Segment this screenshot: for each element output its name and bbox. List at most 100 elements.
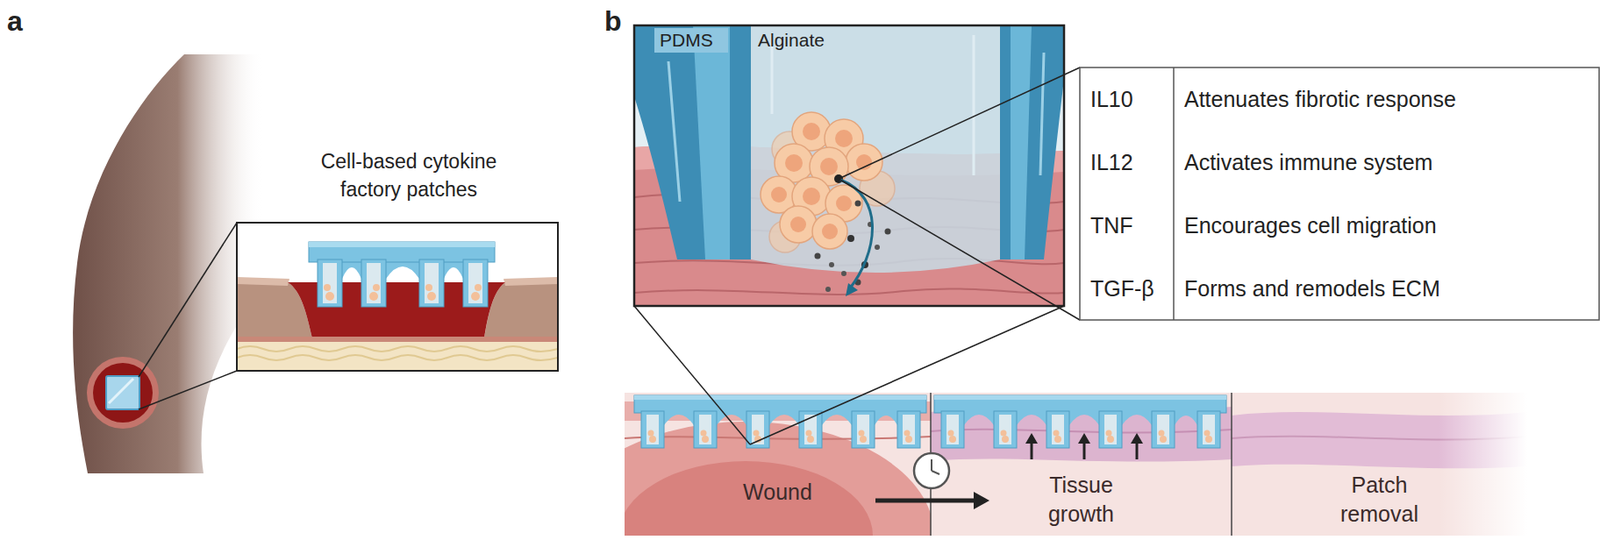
alginate-core: [322, 263, 337, 304]
cytokine-function: Encourages cell migration: [1173, 213, 1437, 239]
zoom-line: [634, 306, 750, 445]
stage-name: Wound: [742, 478, 813, 508]
patch-leg: [463, 259, 488, 308]
edge-fade: [1438, 392, 1528, 536]
wound-tissue: [624, 401, 931, 536]
cell-nucleus: [821, 223, 838, 240]
stage-band: Tissue growth: [930, 392, 1232, 536]
inset-frame: [236, 222, 558, 372]
growth-arrow: [1135, 442, 1139, 460]
alginate: [750, 25, 1000, 273]
pdms-face: [692, 25, 730, 260]
cytokine-dot: [841, 271, 847, 277]
cytokine-function: Forms and remodels ECM: [1173, 276, 1441, 302]
wound: [92, 363, 153, 423]
cytokine-dot: [874, 244, 880, 250]
wound-core: [624, 461, 873, 536]
arrow-shaft: [875, 499, 976, 504]
cell-nucleus: [790, 216, 807, 233]
cytokine-function: Attenuates fibrotic response: [1173, 86, 1457, 113]
stage-name: Patch removal: [1322, 471, 1437, 529]
patch-highlight: [308, 242, 495, 248]
zoom-line: [138, 222, 237, 378]
part-label: Alginate: [757, 29, 825, 51]
alginate-sheen: [972, 35, 976, 176]
cytokine-name: IL10: [1079, 86, 1174, 113]
cell-nucleus: [820, 157, 838, 176]
growth-arrow: [1030, 442, 1034, 460]
patch-square: [106, 376, 140, 410]
growth-arrowhead: [1078, 433, 1091, 444]
patch: [634, 395, 927, 449]
tissue-fiber: [930, 429, 1232, 434]
cell: [325, 292, 335, 301]
patch-leg: [317, 259, 343, 308]
alginate-core: [468, 263, 483, 304]
cell-nucleus: [835, 195, 852, 212]
label-backdrop: [654, 28, 729, 53]
stage-band: Wound: [624, 392, 931, 536]
patch: [934, 395, 1227, 449]
cell: [369, 292, 379, 301]
inset-background: [634, 25, 1065, 307]
arrowhead: [973, 492, 990, 510]
cell-nucleus: [802, 122, 821, 141]
progress-arrow: [875, 492, 990, 510]
alginate-core: [366, 263, 381, 304]
growth-arrowhead: [1025, 433, 1038, 444]
pdms-sheen: [668, 61, 680, 202]
wound-base: [236, 336, 558, 343]
clock-face: [914, 453, 950, 489]
cell: [845, 143, 883, 181]
cell: [425, 284, 433, 292]
stage-divider: [1230, 392, 1233, 536]
cell: [427, 292, 436, 301]
cell-nucleus: [785, 154, 803, 172]
cytokine-dot: [885, 228, 892, 236]
table-divider: [1172, 67, 1175, 321]
patch-leg: [419, 259, 444, 308]
epidermis: [503, 277, 558, 286]
cytokine-dot: [847, 235, 855, 243]
pdms-face: [1010, 25, 1032, 260]
callout-line: [838, 178, 1080, 321]
patch-arch: [443, 261, 464, 279]
inset-b-content: [634, 25, 1065, 307]
inset-a-content: [236, 242, 558, 372]
stage-band: Patch removal: [1231, 392, 1528, 536]
cell: [474, 284, 482, 292]
wound-zone: [624, 421, 931, 536]
part-label: PDMS: [659, 29, 714, 51]
patch-arch: [342, 261, 362, 279]
cytokine-dot: [825, 286, 831, 293]
cell: [323, 284, 331, 292]
wound-rim: [86, 357, 159, 429]
callout-line: [838, 67, 1080, 179]
cell: [372, 284, 380, 292]
cell-nucleus: [835, 129, 853, 148]
clock-hand: [930, 459, 933, 472]
cell: [471, 292, 480, 301]
fat-texture: [236, 346, 558, 352]
cell: [812, 214, 848, 250]
cytokine-dot: [814, 253, 822, 260]
table-row: IL10Attenuates fibrotic response: [1079, 67, 1600, 131]
cell: [779, 206, 817, 243]
cytokine-dot: [855, 200, 862, 208]
zoom-line: [750, 306, 1065, 445]
patch-gloss: [108, 378, 134, 404]
cell-nucleus: [802, 187, 821, 206]
cell-nucleus: [771, 186, 787, 203]
clock-hand: [931, 471, 940, 475]
table-row: TNFEncourages cell migration: [1079, 193, 1600, 258]
arm: [72, 54, 264, 474]
cytokine-dot: [828, 262, 835, 268]
patch-arch: [385, 261, 420, 279]
fat-texture: [236, 355, 558, 361]
release-arrowhead: [845, 283, 858, 297]
zoom-line: [138, 371, 237, 410]
fat-layer: [236, 340, 558, 372]
panel-caption: Cell-based cytokine factory patches: [293, 147, 524, 204]
